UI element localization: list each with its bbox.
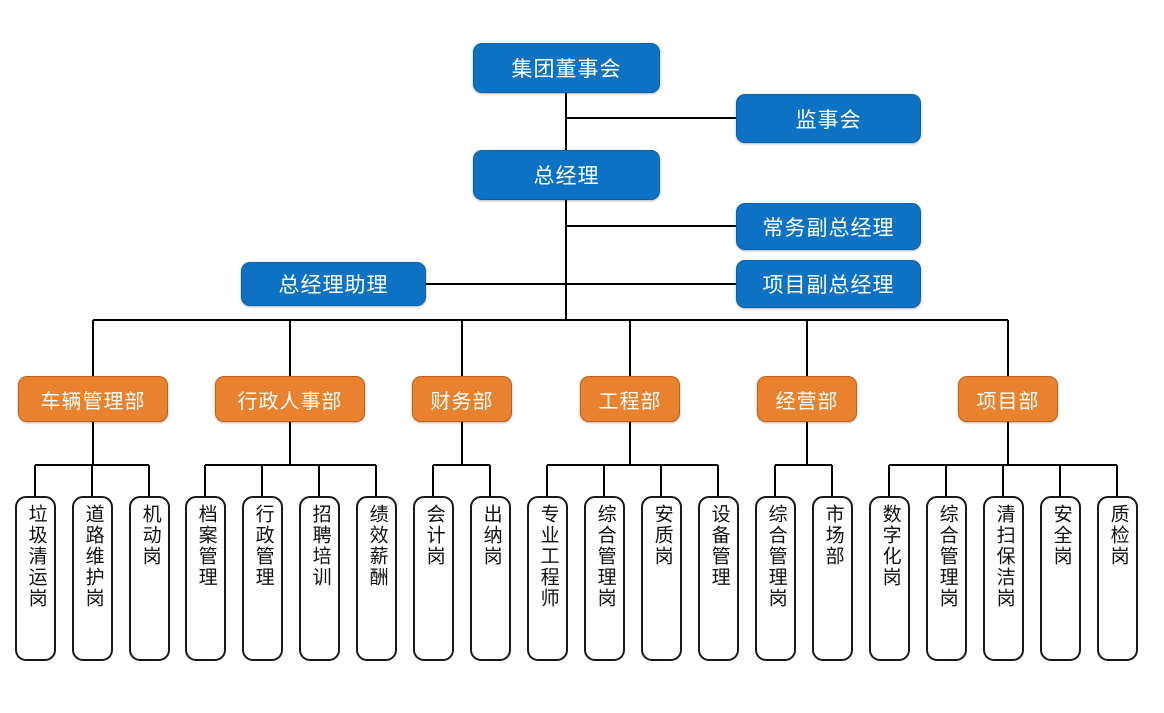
post-box[interactable]: 综合管理岗 [926,496,967,661]
post-box[interactable]: 安质岗 [641,496,682,661]
node-gm-assistant[interactable]: 总经理助理 [241,262,426,306]
post-box[interactable]: 数字化岗 [869,496,910,661]
post-box[interactable]: 综合管理岗 [584,496,625,661]
node-general-manager[interactable]: 总经理 [473,150,660,200]
node-board[interactable]: 集团董事会 [473,43,660,93]
post-box[interactable]: 设备管理 [698,496,739,661]
node-supervisors[interactable]: 监事会 [736,94,921,143]
dept-operations[interactable]: 经营部 [757,376,857,422]
post-box[interactable]: 机动岗 [129,496,170,661]
post-box[interactable]: 清扫保洁岗 [983,496,1024,661]
node-exec-vice-gm[interactable]: 常务副总经理 [736,203,921,250]
post-box[interactable]: 垃圾清运岗 [15,496,56,661]
post-box[interactable]: 专业工程师 [527,496,568,661]
post-box[interactable]: 市场部 [812,496,853,661]
dept-admin-hr[interactable]: 行政人事部 [215,376,365,422]
post-box[interactable]: 出纳岗 [470,496,511,661]
post-box[interactable]: 招聘培训 [299,496,340,661]
dept-project[interactable]: 项目部 [958,376,1058,422]
post-box[interactable]: 绩效薪酬 [356,496,397,661]
post-box[interactable]: 档案管理 [185,496,226,661]
post-box[interactable]: 行政管理 [242,496,283,661]
dept-engineering[interactable]: 工程部 [580,376,680,422]
node-project-vice-gm[interactable]: 项目副总经理 [736,260,921,308]
post-box[interactable]: 质检岗 [1097,496,1138,661]
dept-finance[interactable]: 财务部 [412,376,512,422]
post-box[interactable]: 安全岗 [1040,496,1081,661]
post-box[interactable]: 道路维护岗 [72,496,113,661]
post-box[interactable]: 会计岗 [413,496,454,661]
post-box[interactable]: 综合管理岗 [755,496,796,661]
dept-vehicle-management[interactable]: 车辆管理部 [18,376,168,422]
